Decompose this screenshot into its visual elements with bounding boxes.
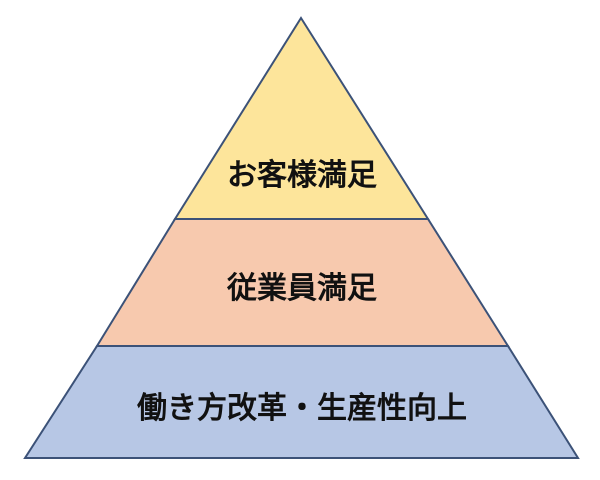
tier-bottom-shape [23, 345, 580, 459]
tier-bottom-label: 働き方改革・生産性向上 [136, 391, 467, 426]
tier-top-label: お客様満足 [227, 158, 377, 193]
tier-middle-label: 従業員満足 [226, 271, 377, 306]
